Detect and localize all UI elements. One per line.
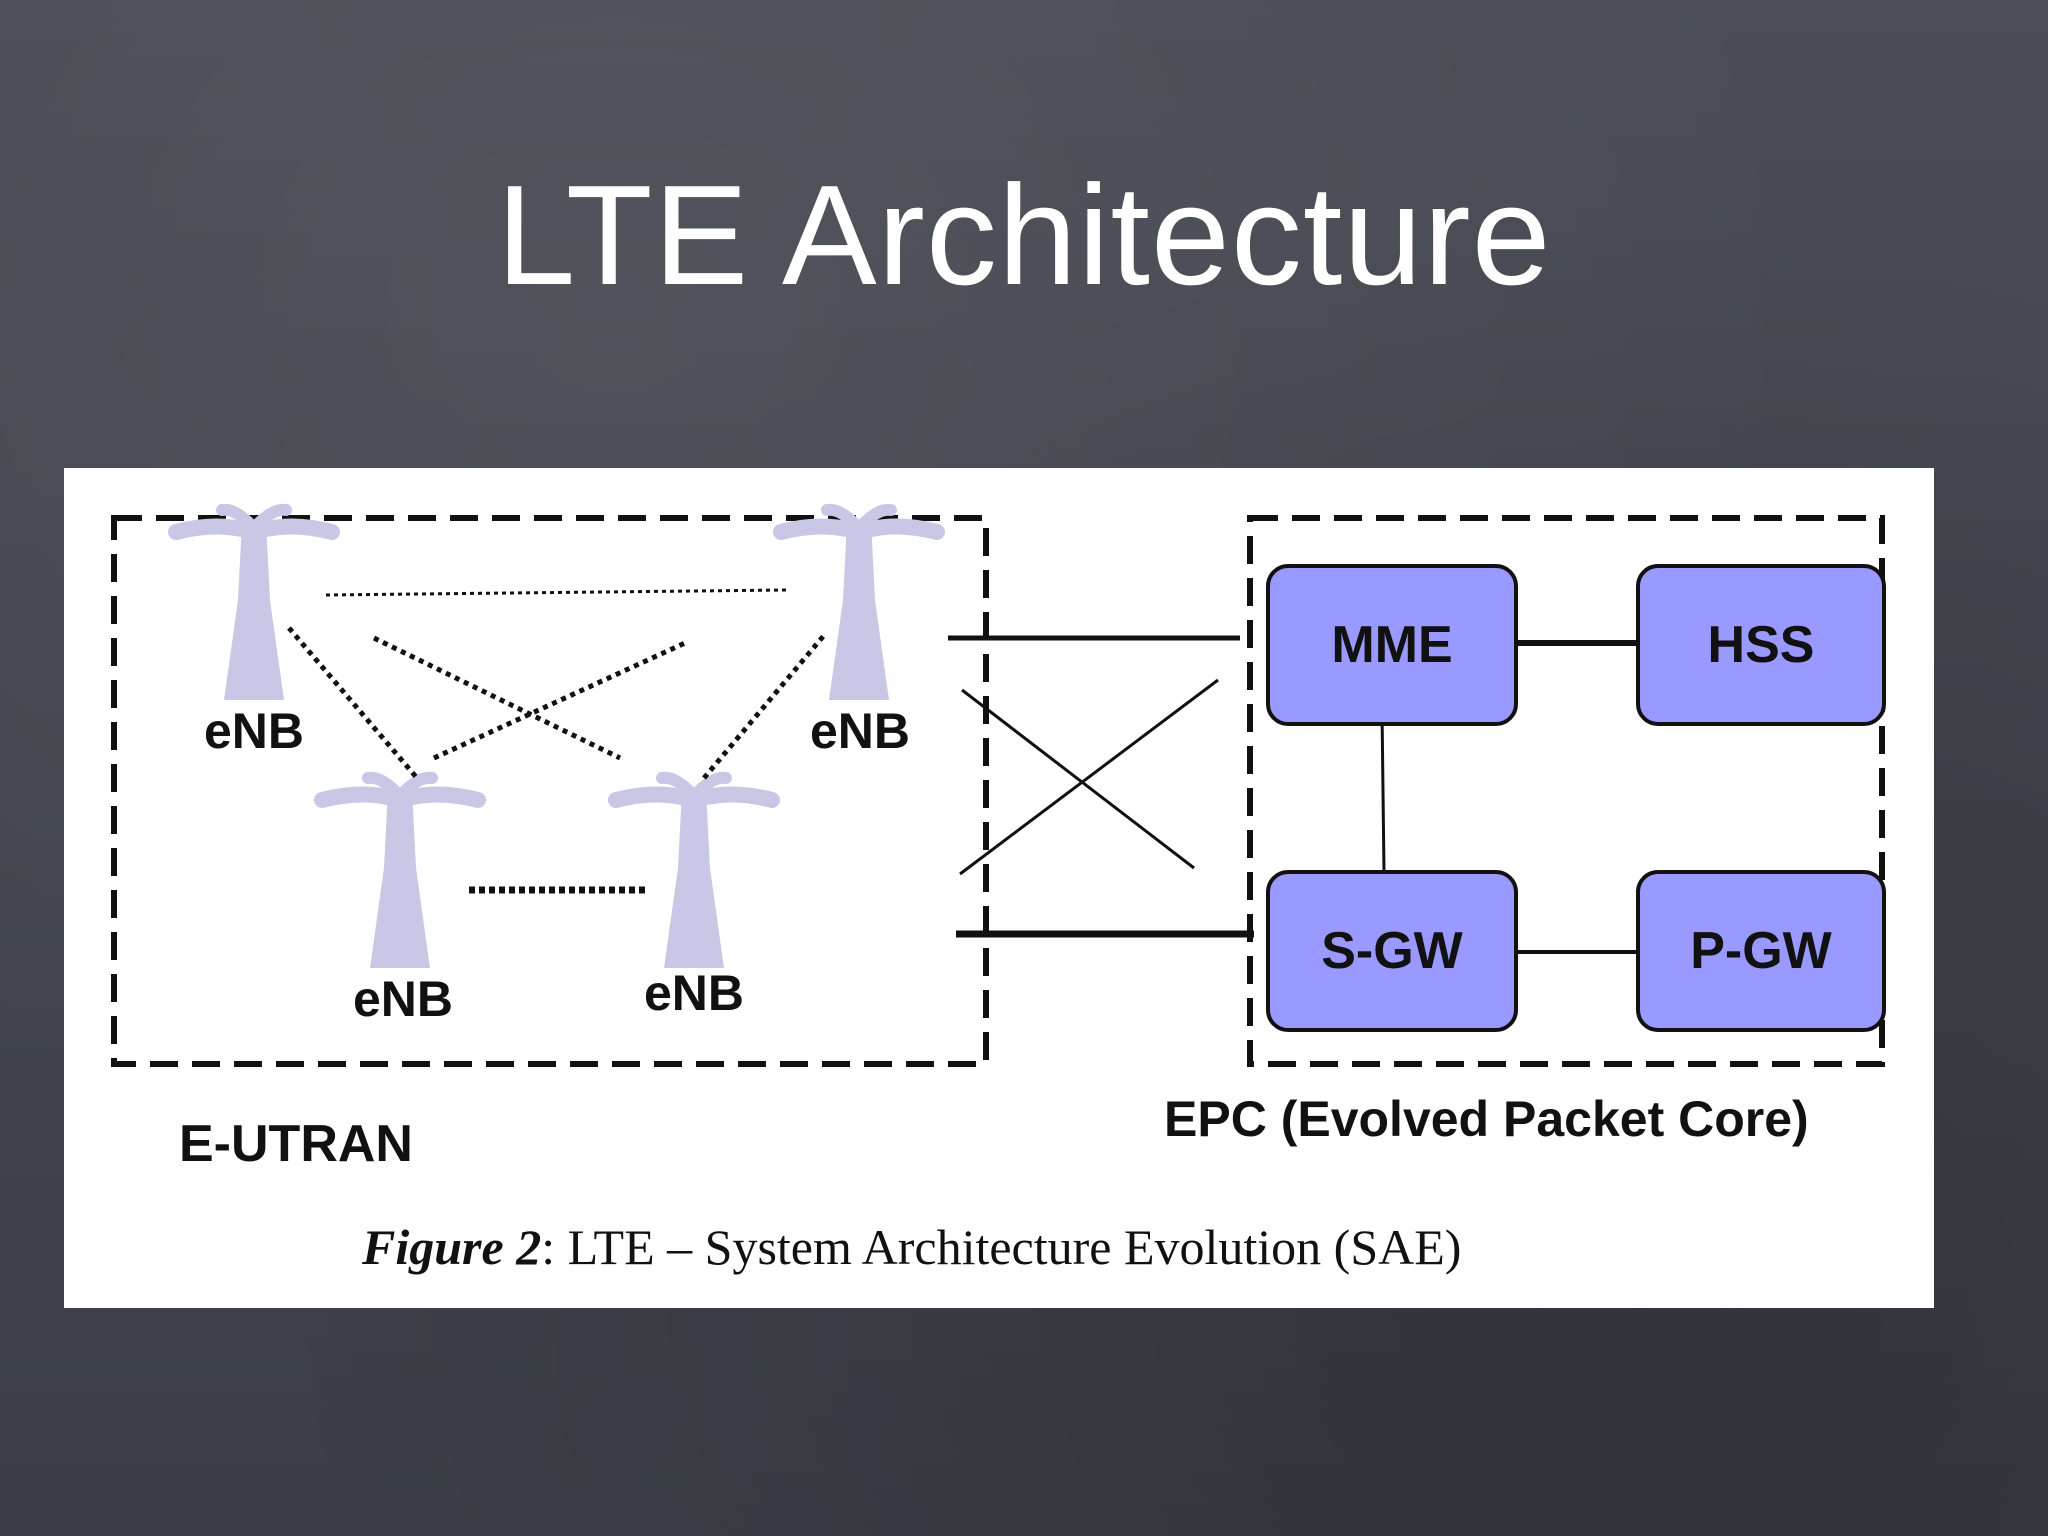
epc-label: EPC (Evolved Packet Core): [1164, 1091, 1809, 1147]
caption-prefix: Figure 2: [361, 1219, 541, 1275]
caption-text: : LTE – System Architecture Evolution (S…: [541, 1219, 1461, 1275]
x2-link: [432, 640, 687, 761]
hss-label: HSS: [1708, 616, 1815, 674]
enb-antenna-icon: [176, 510, 332, 700]
sgw-node: [1266, 870, 1518, 1032]
x2-link: [287, 626, 419, 780]
sgw-label: S-GW: [1321, 922, 1463, 980]
enb-antenna-icon: [322, 778, 478, 968]
enb-label: eNB: [353, 971, 453, 1027]
epc-boundary: [1247, 515, 1885, 1067]
s1-link: [959, 678, 1219, 876]
hss-node: [1636, 564, 1886, 726]
x2-link: [372, 635, 622, 761]
enb-label: eNB: [810, 703, 910, 759]
figure-caption: Figure 2: LTE – System Architecture Evol…: [361, 1219, 1461, 1275]
mme-label: MME: [1331, 616, 1452, 674]
slide-title: LTE Architecture: [496, 156, 1552, 315]
s1-link: [961, 688, 1195, 870]
eutran-boundary: [111, 515, 989, 1067]
enb-antenna-icon: [616, 778, 772, 968]
pgw-node: [1636, 870, 1886, 1032]
enb-label: eNB: [644, 965, 744, 1021]
x2-link: [702, 631, 828, 780]
architecture-figure: eNB eNB eNB eNB MME HSS S-GW P-GW E-UTRA…: [64, 468, 1934, 1308]
x2-link: [325, 588, 787, 597]
architecture-diagram: eNB eNB eNB eNB MME HSS S-GW P-GW E-UTRA…: [111, 468, 1886, 1275]
pgw-label: P-GW: [1690, 922, 1832, 980]
enb-label: eNB: [204, 703, 304, 759]
eutran-label: E-UTRAN: [179, 1115, 413, 1173]
mme-sgw-link: [1380, 709, 1386, 873]
mme-node: [1266, 564, 1518, 726]
enb-antenna-icon: [781, 510, 937, 700]
